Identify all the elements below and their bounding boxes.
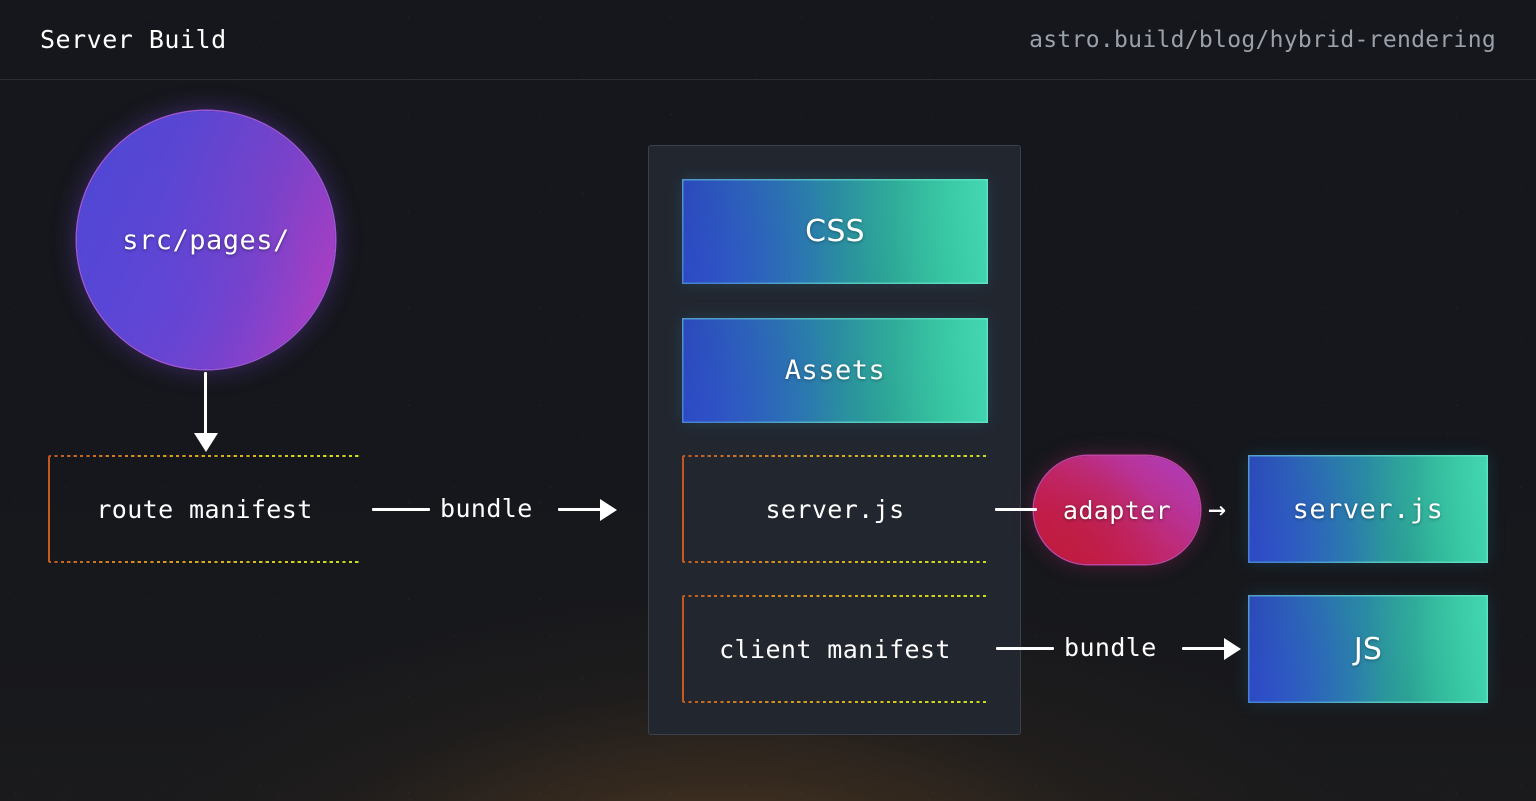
connector-bundle-top-label: bundle <box>440 494 533 523</box>
node-css[interactable]: CSS <box>682 179 988 284</box>
node-src-pages-label: src/pages/ <box>122 224 290 256</box>
connector-line-left <box>372 508 430 511</box>
node-js-output[interactable]: JS <box>1248 595 1488 703</box>
node-js-output-label: JS <box>1353 631 1383 667</box>
connector-line-right <box>1182 647 1234 650</box>
node-server-js-output[interactable]: server.js <box>1248 455 1488 563</box>
node-server-js-internal[interactable]: server.js <box>682 455 988 563</box>
connector-line-vertical <box>204 372 207 440</box>
node-adapter[interactable]: adapter <box>1034 456 1200 564</box>
arrowhead-right-icon <box>600 499 617 521</box>
node-client-manifest-label: client manifest <box>719 634 951 664</box>
node-server-js-output-label: server.js <box>1292 493 1444 525</box>
source-url: astro.build/blog/hybrid-rendering <box>1029 26 1496 53</box>
node-assets-label: Assets <box>784 355 886 386</box>
arrowhead-down-icon <box>194 433 218 452</box>
node-assets[interactable]: Assets <box>682 318 988 423</box>
node-client-manifest[interactable]: client manifest <box>682 595 988 703</box>
node-adapter-label: adapter <box>1062 495 1172 525</box>
node-route-manifest-label: route manifest <box>96 494 313 524</box>
connector-line-short <box>995 508 1037 511</box>
node-server-js-internal-label: server.js <box>765 494 905 524</box>
node-css-label: CSS <box>805 214 865 249</box>
connector-line-right <box>558 508 610 511</box>
connector-bundle-bottom-label: bundle <box>1064 633 1157 662</box>
header-bar: Server Build astro.build/blog/hybrid-ren… <box>0 0 1536 80</box>
page-title: Server Build <box>40 25 227 54</box>
node-src-pages[interactable]: src/pages/ <box>77 111 335 369</box>
arrow-right-icon: → <box>1208 492 1227 527</box>
connector-line-left <box>996 647 1054 650</box>
arrowhead-right-icon <box>1224 638 1241 660</box>
node-route-manifest[interactable]: route manifest <box>48 455 361 563</box>
